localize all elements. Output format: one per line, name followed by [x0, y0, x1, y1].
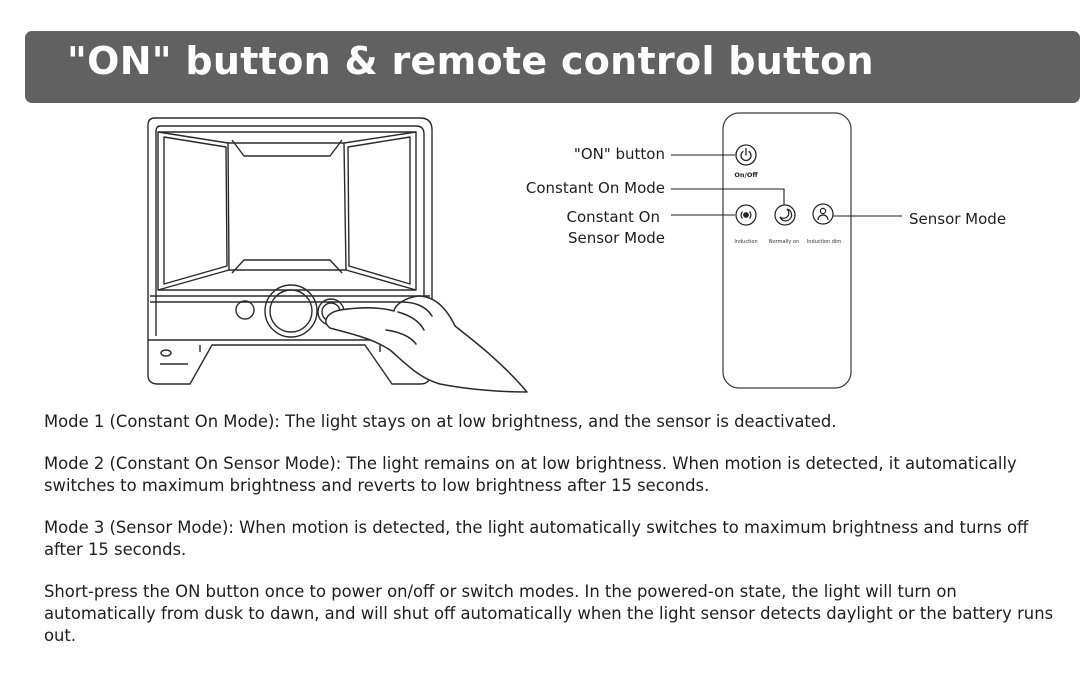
on-button-note: Short-press the ON button once to power … [44, 582, 1054, 645]
remote-induction-label: Induction [734, 239, 757, 245]
remote-normally-on-label: Normally on [769, 239, 799, 245]
mode-descriptions: Mode 1 (Constant On Mode): The light sta… [44, 411, 1064, 667]
callout-constant-on-sensor-line2: Sensor Mode [568, 229, 665, 247]
callout-constant-on-sensor-line1: Constant On [566, 208, 660, 226]
remote-induction-dim-label: Induction dim [807, 239, 841, 245]
hand-pressing-button [325, 295, 528, 393]
page-title: "ON" button & remote control button [67, 39, 874, 83]
induction-icon [735, 204, 757, 226]
person-icon [812, 203, 834, 225]
callout-constant-on-mode: Constant On Mode [526, 179, 665, 197]
mode3-description: Mode 3 (Sensor Mode): When motion is det… [44, 518, 1029, 559]
callout-sensor-mode: Sensor Mode [909, 210, 1006, 228]
title-banner: "ON" button & remote control button [25, 31, 1080, 103]
remote-on-off-label: On/Off [734, 171, 758, 179]
callout-lines [671, 154, 902, 217]
moon-icon [774, 204, 796, 226]
solar-light-drawing [147, 117, 433, 385]
callout-on-button: "ON" button [574, 145, 665, 163]
remote-control: On/Off Induction Normally on Induction d… [722, 112, 852, 389]
product-illustration: On/Off Induction Normally on Induction d… [147, 112, 1006, 393]
power-icon [735, 144, 757, 166]
mode2-description: Mode 2 (Constant On Sensor Mode): The li… [44, 454, 1017, 495]
mode1-description: Mode 1 (Constant On Mode): The light sta… [44, 412, 837, 431]
